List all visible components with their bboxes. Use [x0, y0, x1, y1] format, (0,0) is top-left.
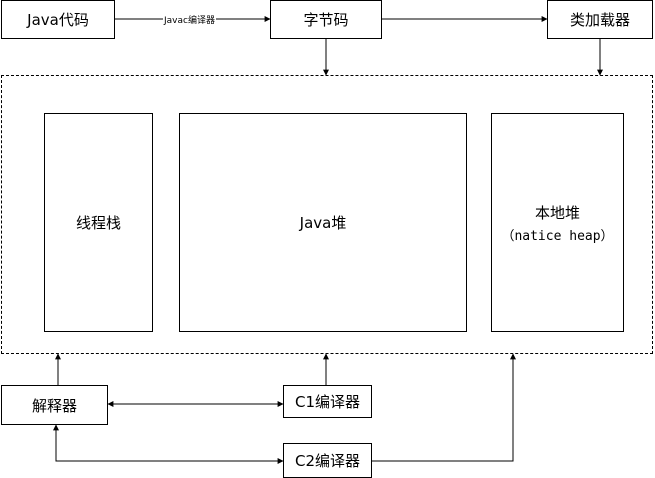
native-heap-label: 本地堆: [534, 203, 580, 222]
native-heap-sublabel: （natice heap）: [501, 228, 614, 244]
bytecode-box: 字节码: [270, 0, 382, 39]
thread-stack-box: 线程栈: [44, 113, 153, 332]
javac-compiler-label: Javac编译器: [163, 13, 216, 26]
thread-stack-label: 线程栈: [75, 214, 121, 232]
java-heap-box: Java堆: [179, 113, 467, 332]
runtime-data-area: [1, 75, 653, 354]
arrow-c2-to-runtime: [372, 353, 516, 462]
native-heap-box: 本地堆 （natice heap）: [491, 113, 624, 332]
java-heap-label: Java堆: [299, 214, 347, 232]
c2-compiler-box: C2编译器: [283, 443, 372, 478]
c1-compiler-box: C1编译器: [283, 385, 372, 418]
arrow-interpreter-c2: [53, 424, 284, 464]
class-loader-box: 类加载器: [547, 0, 653, 39]
java-code-box: Java代码: [1, 0, 115, 39]
interpreter-box: 解释器: [1, 385, 108, 425]
